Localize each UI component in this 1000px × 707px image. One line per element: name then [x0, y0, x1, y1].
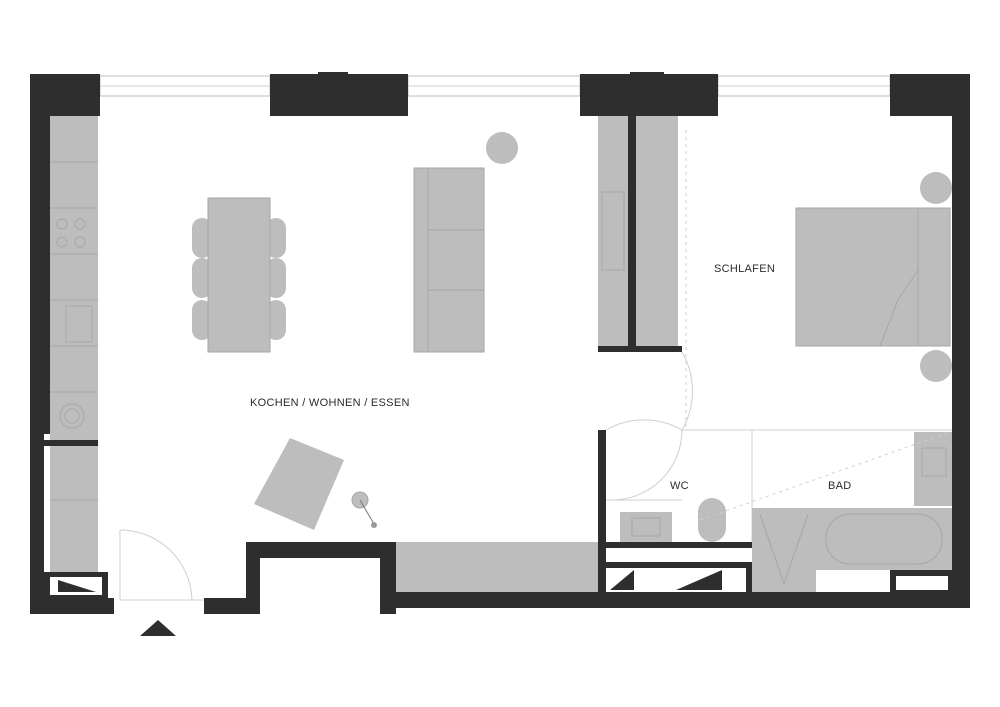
wc-fixtures	[620, 430, 753, 542]
entrance-arrow-icon	[140, 620, 176, 636]
nightstand	[920, 172, 952, 204]
shower	[752, 508, 816, 592]
nightstand	[920, 350, 952, 382]
room-label-bath: BAD	[828, 480, 852, 492]
room-label-wc: WC	[670, 480, 689, 492]
walls	[30, 72, 970, 614]
armchair	[254, 438, 344, 530]
bathtub	[816, 508, 952, 570]
bath-fixtures	[699, 431, 952, 592]
wardrobes	[598, 116, 687, 430]
cooktop-icon	[56, 218, 86, 248]
room-label-living: KOCHEN / WOHNEN / ESSEN	[250, 397, 410, 409]
toilet	[698, 498, 726, 542]
washer-icon	[59, 403, 85, 429]
entrance-door	[119, 529, 204, 636]
windows	[99, 75, 891, 97]
bed	[795, 172, 952, 382]
sideboard	[396, 542, 598, 592]
room-label-bedroom: SCHLAFEN	[714, 263, 775, 275]
kitchen-counter	[50, 116, 98, 572]
dining-table	[192, 197, 286, 353]
storage-inserts	[50, 568, 948, 595]
floor-lamp	[351, 491, 377, 528]
side-table	[486, 132, 518, 164]
sink-icon	[65, 305, 93, 343]
bedroom-doors	[605, 351, 952, 501]
sofa	[413, 167, 485, 353]
wc-sink	[620, 512, 672, 542]
